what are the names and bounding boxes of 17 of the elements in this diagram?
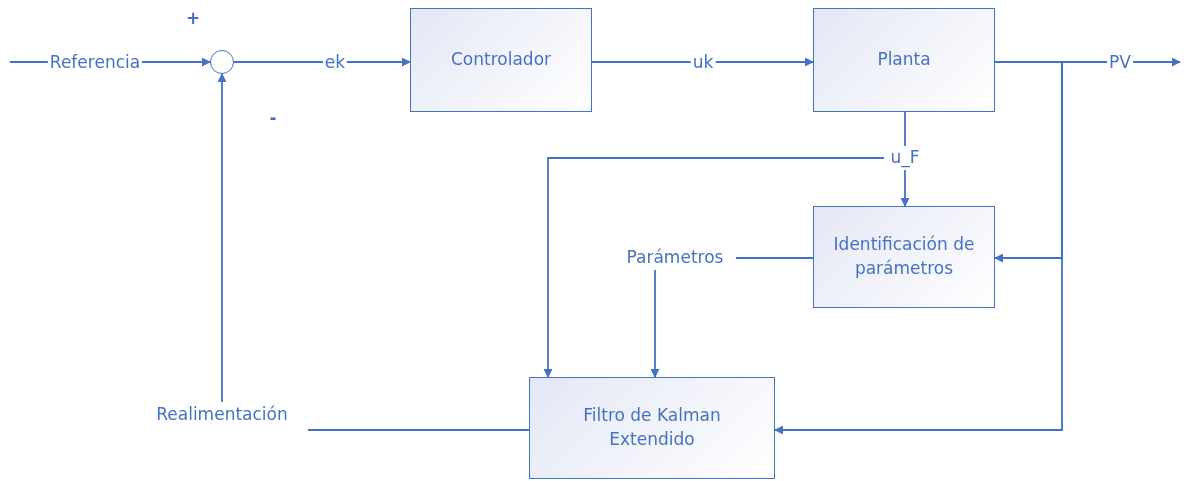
connector-arrow xyxy=(233,57,411,67)
process-box: Planta xyxy=(813,8,995,112)
connector-arrow xyxy=(591,57,814,67)
connector-arrow xyxy=(543,157,885,378)
connector-arrow xyxy=(217,73,227,403)
sign-label: - xyxy=(268,107,278,129)
connector-arrow xyxy=(900,169,910,207)
sign-label: + xyxy=(184,7,202,29)
signal-label: Realimentación xyxy=(136,402,308,428)
process-box: Identificación de parámetros xyxy=(813,206,995,308)
circle-node xyxy=(210,50,234,74)
signal-label: u_F xyxy=(884,146,926,170)
process-box: Filtro de Kalman Extendido xyxy=(529,377,775,479)
process-box: Controlador xyxy=(410,8,592,112)
signal-label: Parámetros xyxy=(614,246,736,270)
connector-arrow xyxy=(774,61,1063,435)
connector-arrow xyxy=(650,269,660,378)
